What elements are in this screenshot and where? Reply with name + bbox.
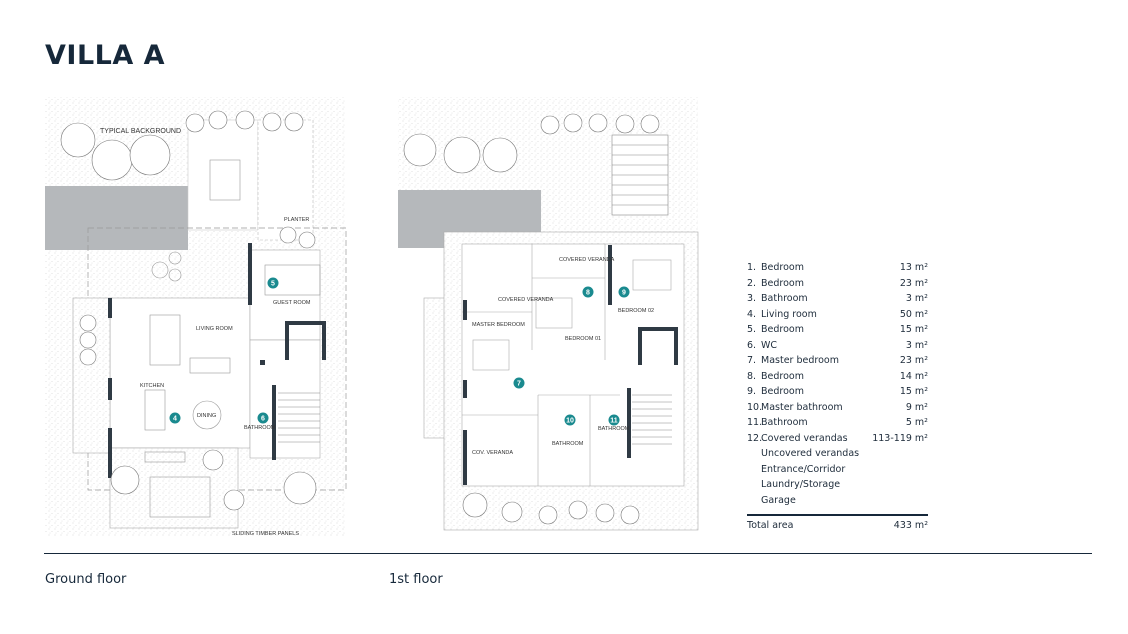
room-marker-9: 9: [618, 286, 630, 298]
room-marker-10: 10: [564, 414, 576, 426]
room-name: 7.Master bedroom: [747, 355, 839, 366]
total-label: Total area: [747, 520, 794, 531]
area-row: Garage: [747, 493, 928, 509]
svg-text:10: 10: [566, 418, 574, 425]
room-marker-4: 4: [169, 412, 181, 424]
room-marker-11: 11: [608, 414, 620, 426]
label-typical-background: TYPICAL BACKGROUND: [100, 128, 181, 135]
room-area: 13 m²: [899, 262, 928, 273]
divider: [44, 553, 1092, 554]
room-area: 23 m²: [899, 355, 928, 366]
room-marker-6: 6: [257, 412, 269, 424]
caption-ground-floor: Ground floor: [45, 572, 127, 587]
room-area: 9 m²: [905, 401, 928, 413]
label-bedroom-02: BEDROOM 02: [618, 308, 654, 314]
area-row: 7.Master bedroom 23 m²: [747, 353, 928, 369]
area-row: 12.Covered verandas 113-119 m²: [747, 431, 928, 447]
total-separator: [747, 514, 928, 516]
area-row: 5.Bedroom 15 m²: [747, 322, 928, 338]
room-name: Garage: [761, 494, 796, 506]
svg-text:5: 5: [271, 281, 275, 288]
room-name: 2.Bedroom: [747, 277, 804, 289]
area-row: 2.Bedroom 23 m²: [747, 276, 928, 292]
room-area: 15 m²: [899, 386, 928, 397]
label-planter: PLANTER: [284, 217, 309, 223]
room-area: 3 m²: [905, 293, 928, 304]
label-sliding-panels: SLIDING TIMBER PANELS: [232, 531, 299, 537]
svg-text:11: 11: [610, 418, 618, 425]
room-area: 5 m²: [905, 417, 928, 428]
svg-text:4: 4: [173, 416, 177, 423]
area-table: 1.Bedroom 13 m² 2.Bedroom 23 m² 3.Bathroom 3 …: [747, 260, 928, 534]
room-name: 6.WC: [747, 339, 778, 351]
area-row: 11.Bathroom 5 m²: [747, 415, 928, 431]
label-covered-veranda-left: COVERED VERANDA: [498, 297, 554, 303]
area-row: 9.Bedroom 15 m²: [747, 384, 928, 400]
room-name: Uncovered verandas: [761, 448, 860, 459]
label-bathroom: BATHROOM: [244, 425, 276, 431]
label-kitchen: KITCHEN: [140, 383, 164, 389]
room-marker-7: 7: [513, 377, 525, 389]
label-bathroom-master: BATHROOM: [552, 441, 584, 447]
room-marker-5: 5: [267, 277, 279, 289]
room-area: 14 m²: [899, 370, 928, 382]
room-area: 113-119 m²: [872, 432, 928, 444]
label-bedroom-01: BEDROOM 01: [565, 336, 601, 342]
room-name: 11.Bathroom: [747, 417, 808, 428]
area-row: 3.Bathroom 3 m²: [747, 291, 928, 307]
room-area: 50 m²: [899, 308, 928, 320]
first-floor-plan: COVERED VERANDA COVERED VERANDA MASTER B…: [398, 97, 699, 531]
svg-text:7: 7: [517, 381, 521, 388]
area-row: Laundry/Storage: [747, 477, 928, 493]
room-name: 5.Bedroom: [747, 324, 804, 335]
area-row: Entrance/Corridor: [747, 462, 928, 478]
caption-first-floor: 1st floor: [389, 572, 443, 587]
room-area: 15 m²: [899, 324, 928, 335]
room-name: Laundry/Storage: [761, 479, 841, 490]
area-row: 10.Master bathroom 9 m²: [747, 400, 928, 416]
total-value: 433 m²: [893, 520, 928, 531]
room-marker-8: 8: [582, 286, 594, 298]
room-name: 12.Covered verandas: [747, 432, 848, 444]
room-name: 4.Living room: [747, 308, 817, 320]
area-row: 4.Living room 50 m²: [747, 307, 928, 323]
area-row: Uncovered verandas: [747, 446, 928, 462]
page-title: VILLA A: [45, 40, 166, 71]
room-name: 10.Master bathroom: [747, 401, 843, 413]
svg-text:8: 8: [586, 290, 590, 297]
room-name: 3.Bathroom: [747, 293, 808, 304]
ground-floor-plan: TYPICAL BACKGROUND PLANTER GUEST ROOM LI…: [45, 97, 347, 537]
paving-area: [45, 186, 188, 250]
room-name: 1.Bedroom: [747, 262, 804, 273]
room-name: 8.Bedroom: [747, 370, 804, 382]
area-row: 8.Bedroom 14 m²: [747, 369, 928, 385]
label-cov-veranda: COV. VERANDA: [472, 450, 513, 456]
label-covered-veranda-top: COVERED VERANDA: [559, 257, 615, 263]
label-living-room: LIVING ROOM: [196, 326, 233, 332]
svg-text:9: 9: [622, 290, 626, 297]
area-row: 6.WC 3 m²: [747, 338, 928, 354]
svg-text:6: 6: [261, 416, 265, 423]
total-row: Total area 433 m²: [747, 518, 928, 534]
room-area: 23 m²: [899, 277, 928, 289]
room-name: 9.Bedroom: [747, 386, 804, 397]
room-area: 3 m²: [905, 339, 928, 351]
room-name: Entrance/Corridor: [761, 463, 846, 475]
label-dining: DINING: [197, 413, 216, 419]
label-master-bedroom: MASTER BEDROOM: [472, 322, 525, 328]
area-row: 1.Bedroom 13 m²: [747, 260, 928, 276]
label-guest-room: GUEST ROOM: [273, 300, 311, 306]
label-bathroom: BATHROOM: [598, 426, 630, 432]
